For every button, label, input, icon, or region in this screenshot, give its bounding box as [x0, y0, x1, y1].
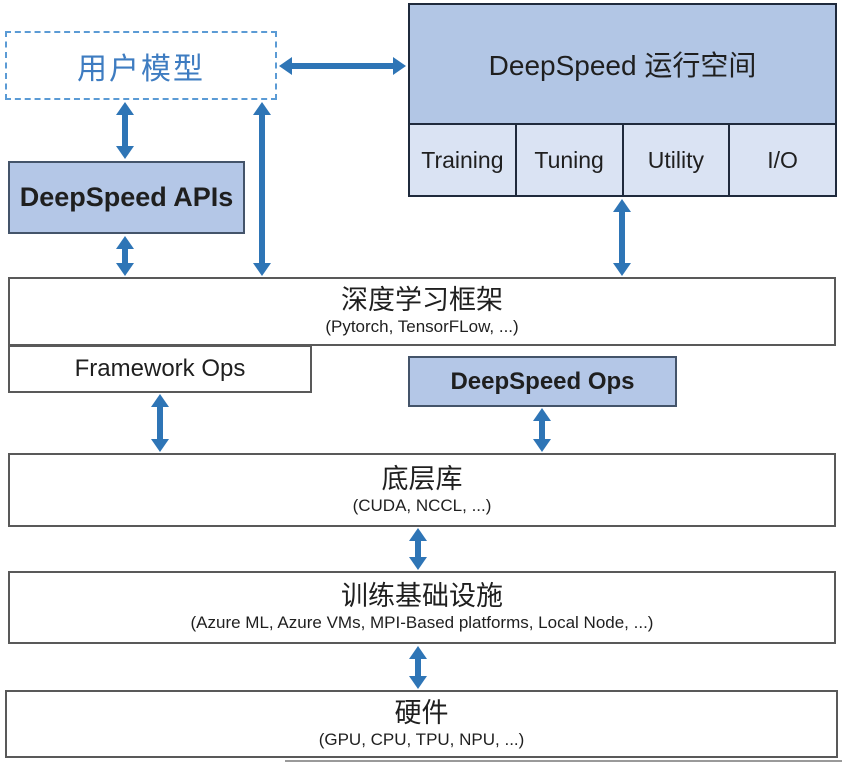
runtime-cell-training: Training — [410, 125, 517, 195]
framework-ops-box: Framework Ops — [8, 345, 312, 393]
deepspeed-apis-box: DeepSpeed APIs — [8, 161, 245, 234]
hardware-box: 硬件 (GPU, CPU, TPU, NPU, ...) — [5, 690, 838, 758]
hardware-subtitle: (GPU, CPU, TPU, NPU, ...) — [318, 729, 525, 749]
arrow-user-model-runtime — [279, 57, 406, 75]
arrow-framework-ops-lowlevel — [151, 394, 169, 452]
low-level-libs-title: 底层库 — [381, 463, 463, 494]
infrastructure-title: 训练基础设施 — [341, 581, 503, 612]
framework-subtitle: (Pytorch, TensorFLow, ...) — [325, 317, 519, 337]
framework-layer-box: 深度学习框架 (Pytorch, TensorFLow, ...) — [8, 277, 836, 346]
infrastructure-box: 训练基础设施 (Azure ML, Azure VMs, MPI-Based p… — [8, 571, 836, 644]
arrow-deepspeed-ops-lowlevel — [533, 408, 551, 452]
low-level-libs-subtitle: (CUDA, NCCL, ...) — [352, 495, 492, 515]
deepspeed-runtime-title: DeepSpeed 运行空间 — [488, 50, 757, 81]
deepspeed-ops-label: DeepSpeed Ops — [450, 367, 635, 395]
runtime-cell-io: I/O — [767, 146, 798, 173]
runtime-cell-tuning: Tuning — [517, 125, 624, 195]
deepspeed-ops-box: DeepSpeed Ops — [408, 356, 677, 407]
deepspeed-apis-label: DeepSpeed APIs — [19, 182, 234, 212]
low-level-libs-box: 底层库 (CUDA, NCCL, ...) — [8, 453, 836, 527]
arrow-runtime-framework — [613, 199, 631, 276]
bottom-edge-line — [285, 760, 842, 762]
arrow-lowlevel-infrastructure — [409, 528, 427, 570]
arrow-apis-framework — [116, 236, 134, 276]
arrow-user-model-apis — [116, 102, 134, 159]
arrow-user-model-framework — [253, 102, 271, 276]
framework-title: 深度学习框架 — [341, 285, 503, 316]
framework-ops-label: Framework Ops — [74, 355, 246, 382]
user-model-box: 用户模型 — [5, 31, 277, 100]
user-model-label: 用户模型 — [77, 52, 205, 86]
runtime-cells-row: Training Tuning Utility I/O — [410, 123, 835, 195]
runtime-cell-utility: Utility — [624, 125, 731, 195]
hardware-title: 硬件 — [394, 697, 449, 728]
deepspeed-runtime-box: DeepSpeed 运行空间 Training Tuning Utility I… — [408, 3, 837, 197]
arrow-infrastructure-hardware — [409, 646, 427, 689]
infrastructure-subtitle: (Azure ML, Azure VMs, MPI-Based platform… — [190, 613, 654, 633]
